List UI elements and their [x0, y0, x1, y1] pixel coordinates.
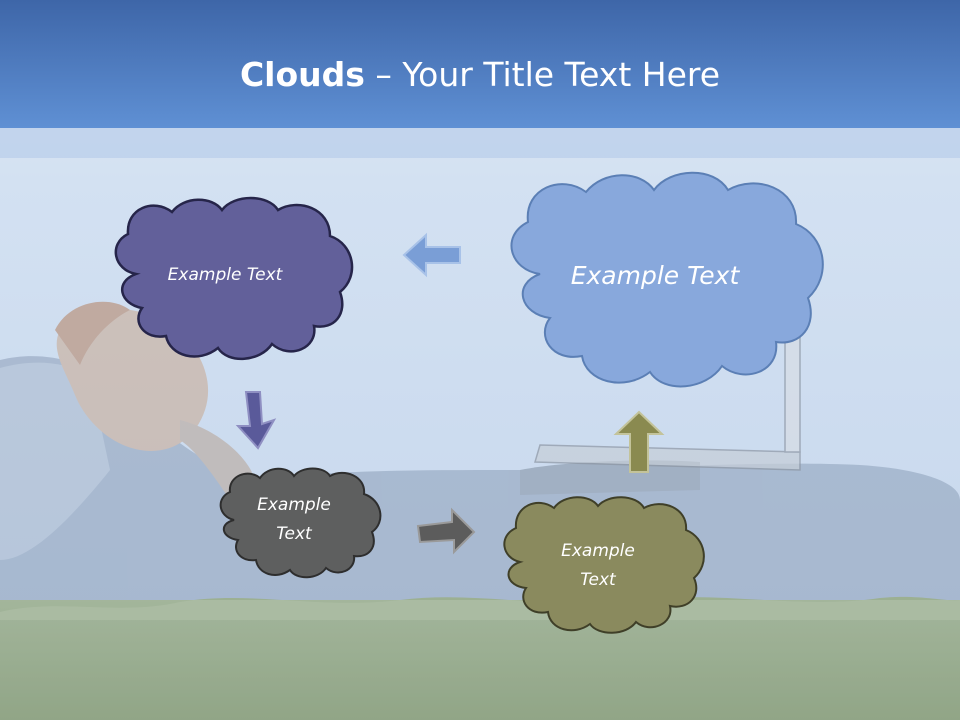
slide-title[interactable]: Clouds – Your Title Text Here — [0, 52, 960, 98]
cloud-olive-text: Example Text — [528, 536, 668, 596]
title-bold: Clouds — [239, 55, 365, 94]
arrow-up-icon — [613, 410, 665, 473]
cloud-large-blue-text: Example Text — [570, 260, 740, 290]
title-dash: – — [364, 55, 403, 94]
cloud-olive-line2: Text — [580, 570, 616, 590]
header-band — [0, 0, 960, 128]
arrow-down-icon — [235, 391, 277, 450]
cloud-olive[interactable] — [498, 494, 710, 636]
cloud-dark-gray-line2: Text — [276, 524, 312, 544]
cloud-dark-gray-line1: Example — [257, 495, 331, 515]
cloud-large-blue[interactable] — [500, 166, 832, 394]
person-silhouette — [0, 301, 960, 640]
cloud-olive-line1: Example — [561, 541, 635, 561]
cloud-dark-gray-text: Example Text — [236, 490, 352, 550]
cloud-dark-gray[interactable] — [216, 466, 386, 580]
cloud-purple[interactable] — [108, 194, 362, 364]
grass — [0, 596, 960, 720]
arrow-left-icon — [402, 232, 461, 278]
arrow-right-icon — [416, 507, 476, 555]
title-rest: Your Title Text Here — [402, 55, 721, 94]
cloud-purple-text: Example Text — [167, 265, 283, 285]
